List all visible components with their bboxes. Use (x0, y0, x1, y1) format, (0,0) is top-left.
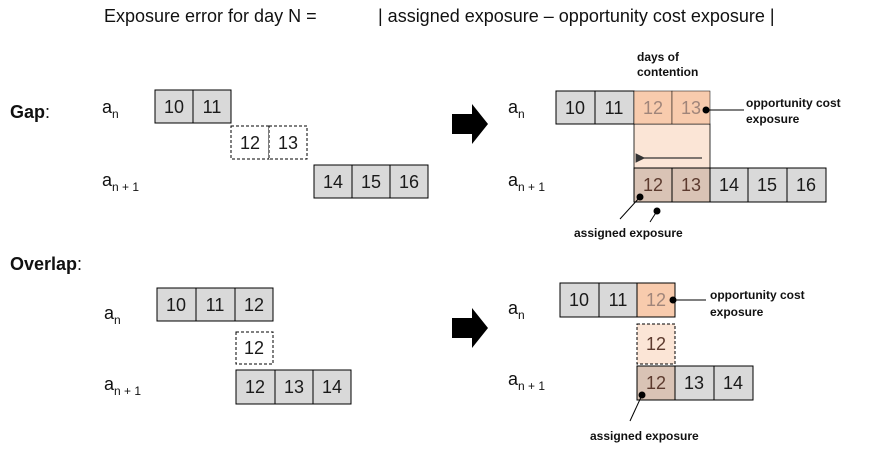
gap-right-an-cell: 13 (681, 98, 701, 118)
overlap-right-an-cell: 11 (609, 290, 628, 310)
gap-right-an1-cell: 15 (757, 175, 777, 195)
overlap-right-an-cell: 12 (646, 290, 666, 310)
overlap-left-an1-cell: 12 (245, 377, 265, 397)
gap-left-an-label: an (102, 97, 119, 121)
overlap-left-an-cell: 11 (206, 295, 225, 315)
overlap-left-an-label: an (104, 303, 121, 327)
gap-right-an-cell: 11 (605, 98, 624, 118)
overlap-left-an1-cell: 13 (284, 377, 304, 397)
gap-left-gap-row: 12 13 (230, 125, 308, 160)
gap-right-an1-row: 12 13 14 15 16 (633, 167, 827, 203)
gap-left-an1-cell: 15 (361, 172, 381, 192)
overlap-left-an1-label: an + 1 (104, 374, 141, 398)
overlap-heading: Overlap: (10, 254, 82, 274)
overlap-right-mid-cell: 12 (646, 334, 666, 354)
overlap-right-mid-row: 12 (636, 323, 676, 365)
contention-band (633, 123, 711, 169)
overlap-right-an-label: an (508, 298, 525, 322)
gap-assigned-pointer (649, 210, 658, 223)
overlap-left-mid-cell: 12 (244, 338, 264, 358)
gap-left-an1-label: an + 1 (102, 170, 139, 194)
overlap-left-an1-row: 12 13 14 (235, 369, 352, 405)
overlap-assigned-label: assigned exposure (590, 429, 699, 443)
overlap-right-an1-cell: 14 (723, 373, 743, 393)
overlap-left-an1-cell: 14 (322, 377, 342, 397)
gap-assigned-label: assigned exposure (574, 226, 683, 240)
overlap-right-an1-cell: 12 (646, 373, 666, 393)
formula-right: | assigned exposure – opportunity cost e… (378, 6, 775, 26)
gap-left-gap-cell: 12 (240, 133, 260, 153)
gap-right-an1-cell: 12 (643, 175, 663, 195)
gap-left-an-cell: 11 (203, 97, 222, 117)
overlap-right-an1-cell: 13 (684, 373, 704, 393)
overlap-right-an1-label: an + 1 (508, 369, 545, 393)
overlap-left-an-row: 10 11 12 (156, 287, 274, 322)
gap-left-an-row: 10 11 (154, 89, 232, 124)
gap-right-an-row: 10 11 12 13 (555, 90, 711, 125)
overlap-left-mid-row: 12 (235, 331, 274, 365)
overlap-assigned-pointer (629, 394, 643, 422)
gap-heading: Gap: (10, 102, 50, 122)
gap-left-an-cell: 10 (164, 97, 184, 117)
gap-assigned-pointer (619, 196, 641, 220)
gap-right-an-label: an (508, 97, 525, 121)
formula-left: Exposure error for day N = (104, 6, 317, 26)
overlap-right-an-row: 10 11 12 (559, 282, 676, 318)
gap-left-an1-cell: 14 (323, 172, 343, 192)
gap-right-an1-cell: 16 (796, 175, 816, 195)
gap-right-an-cell: 10 (565, 98, 585, 118)
overlap-right-an1-row: 12 13 14 (636, 365, 754, 401)
gap-right-an1-cell: 13 (681, 175, 701, 195)
gap-right-an-cell: 12 (643, 98, 663, 118)
gap-right-an1-cell: 14 (719, 175, 739, 195)
gap-left-gap-cell: 13 (278, 133, 298, 153)
overlap-transform-arrow-icon (452, 308, 488, 348)
gap-left-an1-cell: 16 (399, 172, 419, 192)
overlap-left-an-cell: 12 (244, 295, 264, 315)
gap-right-an1-label: an + 1 (508, 170, 545, 194)
overlap-right-an-cell: 10 (569, 290, 589, 310)
overlap-left-an-cell: 10 (166, 295, 186, 315)
gap-left-an1-row: 14 15 16 (313, 164, 429, 199)
gap-transform-arrow-icon (452, 104, 488, 144)
